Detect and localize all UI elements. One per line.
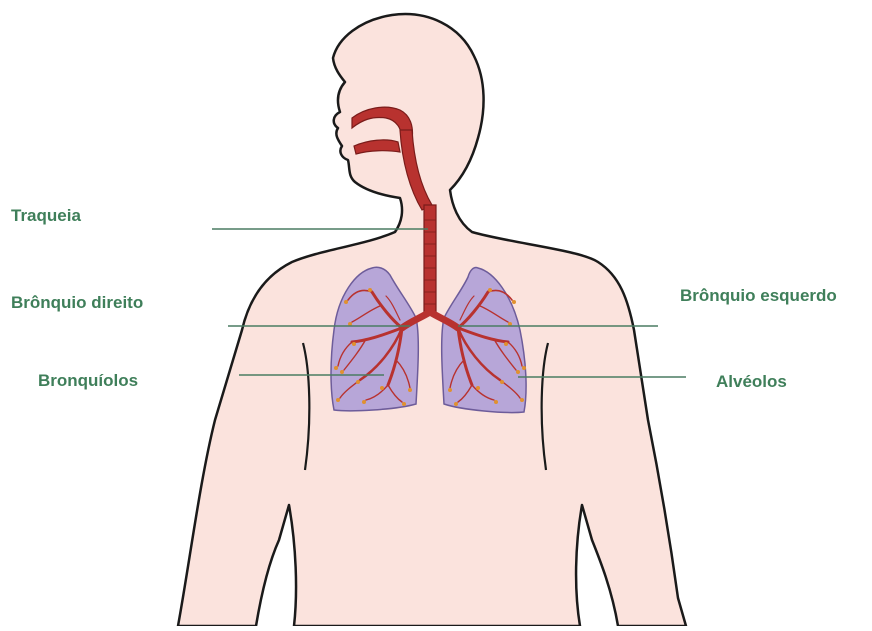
- label-alveolos: Alvéolos: [716, 372, 787, 392]
- label-bronquiolos: Bronquíolos: [38, 371, 138, 391]
- label-bronquio-esquerdo: Brônquio esquerdo: [680, 286, 837, 306]
- body-silhouette: [178, 14, 686, 626]
- label-bronquio-direito: Brônquio direito: [11, 293, 143, 313]
- trachea: [424, 205, 436, 312]
- label-traqueia: Traqueia: [11, 206, 81, 226]
